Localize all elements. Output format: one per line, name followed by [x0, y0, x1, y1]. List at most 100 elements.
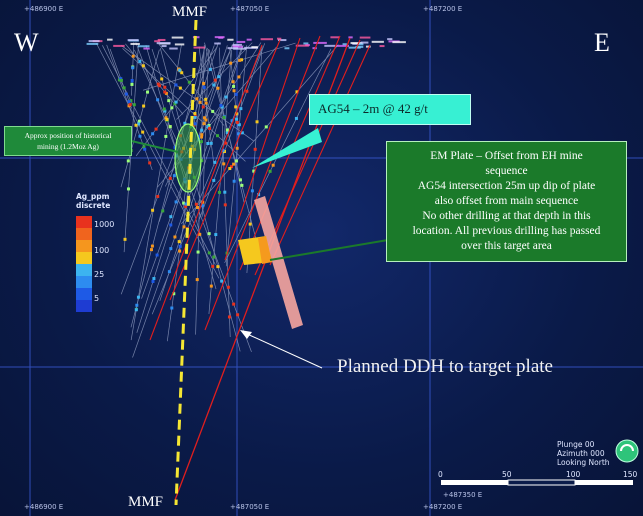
assay-interval	[141, 130, 145, 134]
collar-label-mark	[113, 44, 125, 47]
historical-mining-callout: Approx position of historical mining (1.…	[4, 126, 132, 156]
assay-interval	[237, 75, 241, 79]
drillhole-red-1	[149, 44, 263, 341]
planned-arrow-shaft	[244, 332, 323, 369]
legend-swatch	[76, 240, 92, 252]
assay-interval	[214, 233, 218, 237]
assay-interval	[151, 132, 155, 136]
drillhole-red-2	[169, 39, 281, 301]
assay-interval	[193, 122, 197, 126]
collar-label-mark	[244, 46, 258, 49]
collar-label-mark	[130, 42, 140, 45]
assay-interval	[202, 81, 206, 85]
assay-interval	[240, 183, 244, 187]
assay-interval	[170, 306, 174, 310]
assay-interval	[223, 203, 227, 207]
assay-interval	[142, 104, 146, 108]
assay-interval	[226, 285, 230, 289]
ag54-intercept-high	[258, 236, 272, 264]
collar-label-mark	[157, 38, 166, 41]
assay-interval	[177, 240, 181, 244]
collar-label-mark	[143, 47, 150, 50]
assay-interval	[126, 187, 130, 191]
coord-bottom-3: +487350 E	[443, 491, 483, 499]
drillhole-trace	[181, 44, 339, 225]
assay-interval	[151, 279, 155, 283]
assay-interval	[160, 77, 164, 81]
legend-label: 100	[94, 246, 110, 255]
assay-interval	[143, 147, 147, 151]
assay-interval	[235, 146, 239, 150]
assay-interval	[238, 178, 242, 182]
collar-label-mark	[358, 43, 364, 46]
drillhole-red-4	[204, 35, 321, 331]
assay-interval	[152, 277, 156, 281]
legend-row	[76, 300, 136, 312]
collar-label-mark	[312, 47, 317, 50]
collar-label-mark	[359, 36, 371, 39]
collar-label-mark	[350, 42, 363, 45]
assay-interval	[165, 118, 169, 122]
scale-bar-seg-3	[575, 480, 633, 485]
assay-interval	[207, 232, 211, 236]
assay-interval	[264, 125, 268, 129]
historical-line-1: Approx position of historical	[24, 131, 112, 140]
assay-interval	[131, 54, 135, 58]
drillhole-trace	[195, 45, 205, 335]
assay-interval	[202, 85, 206, 89]
collar-label-mark	[161, 45, 167, 48]
orientation-icon	[615, 439, 639, 463]
recent-drillholes	[149, 35, 371, 501]
collar-label-mark	[303, 42, 309, 45]
coord-top-3: +487200 E	[423, 5, 463, 13]
assay-interval	[223, 190, 227, 194]
em-plate	[254, 196, 303, 329]
em-plate-leader	[269, 239, 389, 261]
drillhole-trace	[159, 45, 244, 302]
assay-interval	[180, 71, 184, 75]
fault-label-top: MMF	[172, 4, 208, 20]
assay-interval	[216, 86, 220, 90]
assay-interval	[169, 223, 173, 227]
legend-swatch	[76, 276, 92, 288]
assay-interval	[202, 122, 206, 126]
assay-interval	[234, 92, 238, 96]
legend-swatch	[76, 300, 92, 312]
fault-label-bottom: MMF	[128, 494, 164, 510]
legend-title: Ag_ppm discrete	[76, 192, 110, 210]
assay-interval	[200, 135, 204, 139]
assay-interval	[149, 248, 153, 252]
assay-interval	[146, 90, 150, 94]
em-line-1: EM Plate – Offset from EH mine	[430, 150, 583, 162]
collar-label-mark	[313, 41, 327, 44]
assay-interval	[156, 98, 160, 102]
assay-interval	[257, 193, 261, 197]
assay-interval	[134, 123, 138, 127]
assay-interval	[245, 89, 249, 93]
legend-row	[76, 228, 136, 240]
collar-label-mark	[348, 46, 361, 49]
assay-interval	[155, 253, 159, 257]
assay-interval	[150, 244, 154, 248]
assay-interval	[220, 279, 224, 283]
em-line-4: also offset from main sequence	[434, 195, 579, 207]
assay-interval	[151, 208, 155, 212]
em-line-3: AG54 intersection 25m up dip of plate	[417, 180, 596, 192]
assay-interval	[163, 109, 167, 113]
assay-interval	[182, 201, 186, 205]
assay-interval	[231, 80, 235, 84]
coord-bottom-1: +486900 E	[24, 503, 64, 511]
coord-top-1: +486900 E	[24, 5, 64, 13]
assay-interval	[169, 247, 173, 251]
assay-interval	[174, 200, 178, 204]
scale-bar-seg-2	[507, 479, 576, 486]
collar-label-mark	[137, 45, 150, 48]
legend-title-line-2: discrete	[76, 201, 111, 210]
assay-interval	[154, 127, 158, 131]
orientation-arc	[620, 444, 634, 452]
assay-interval	[132, 103, 136, 107]
assay-interval	[212, 178, 216, 182]
historical-line-2: mining (1.2Moz Ag)	[37, 142, 99, 151]
drillhole-trace	[120, 49, 160, 188]
ag54-intercept-callout: AG54 – 2m @ 42 g/t	[309, 94, 471, 125]
